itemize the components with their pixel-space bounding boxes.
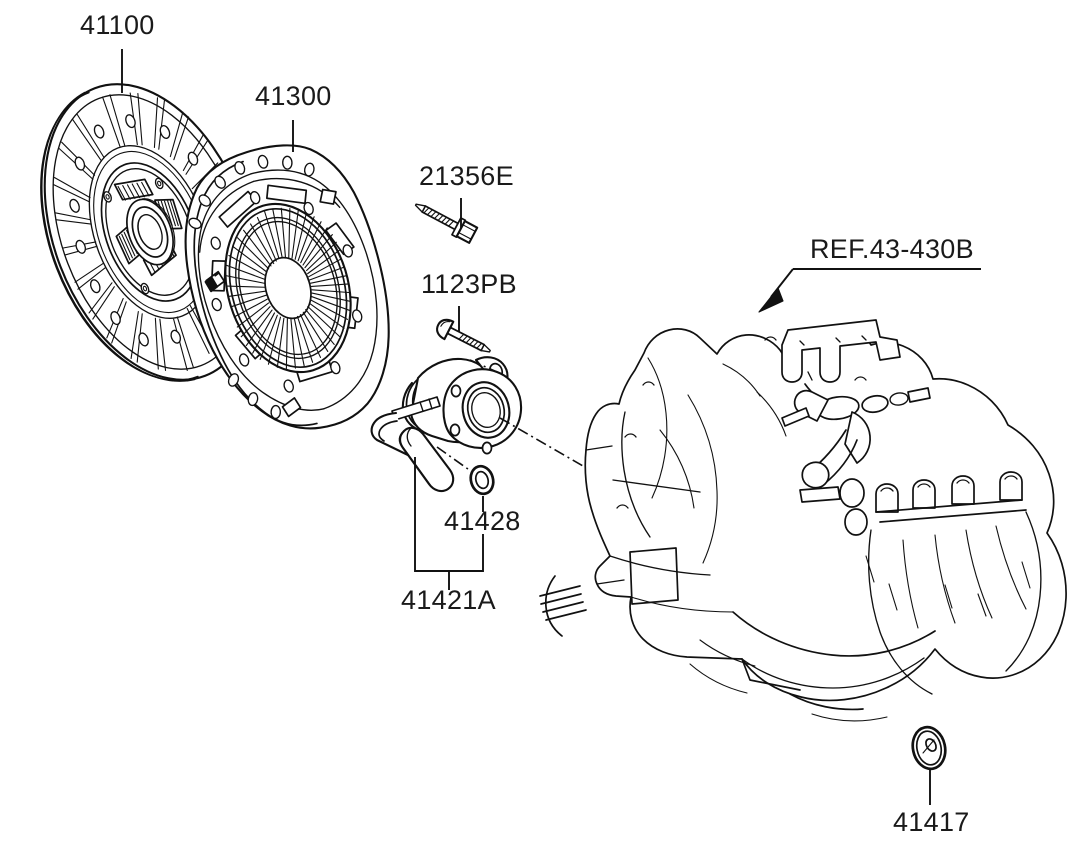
leader-lines [121, 49, 981, 805]
manual-transaxle-illustration [539, 319, 1067, 722]
flange-bolt-illustration [414, 203, 479, 244]
release-cylinder-illustration [370, 356, 591, 493]
part-label-21356E: 21356E [419, 161, 514, 191]
part-label-41417: 41417 [893, 807, 970, 837]
part-label-41100: 41100 [80, 10, 155, 40]
release-cylinder-bolt-illustration [436, 318, 491, 353]
clutch-cover-illustration [184, 144, 390, 430]
part-label-41300: 41300 [255, 81, 332, 111]
o-ring-illustration [469, 464, 495, 496]
part-label-41428: 41428 [444, 506, 521, 536]
oil-seal-illustration [911, 725, 947, 771]
part-label-41421A: 41421A [401, 585, 496, 615]
part-label-ref-43-430b: REF.43-430B [810, 234, 974, 264]
part-label-1123PB: 1123PB [421, 269, 517, 299]
